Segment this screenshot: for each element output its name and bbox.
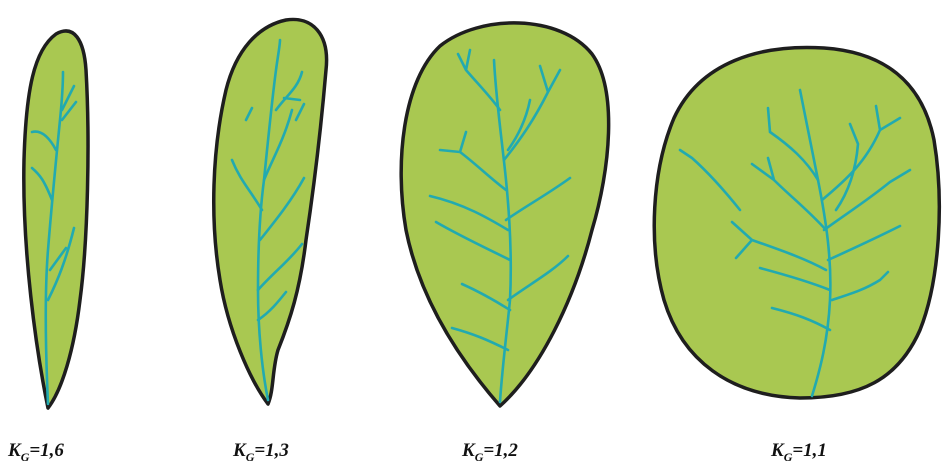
basin-1	[24, 31, 88, 408]
basin-4	[654, 47, 939, 398]
kg-symbol: K	[8, 440, 21, 461]
kg-value: =1,2	[483, 440, 518, 461]
kg-symbol: K	[233, 440, 246, 461]
basin-3	[401, 23, 608, 406]
basin-2	[214, 19, 327, 404]
kg-symbol: K	[771, 440, 784, 461]
kg-label-basin-1: KG=1,6	[8, 440, 64, 465]
kg-value: =1,3	[254, 440, 289, 461]
basin-2-outline	[214, 19, 327, 404]
basin-1-outline	[24, 31, 88, 408]
kg-label-basin-4: KG=1,1	[771, 440, 827, 465]
kg-value: =1,1	[792, 440, 827, 461]
kg-label-basin-3: KG=1,2	[462, 440, 518, 465]
kg-value: =1,6	[29, 440, 64, 461]
kg-symbol: K	[462, 440, 475, 461]
kg-label-basin-2: KG=1,3	[233, 440, 289, 465]
basin-4-outline	[654, 47, 939, 398]
